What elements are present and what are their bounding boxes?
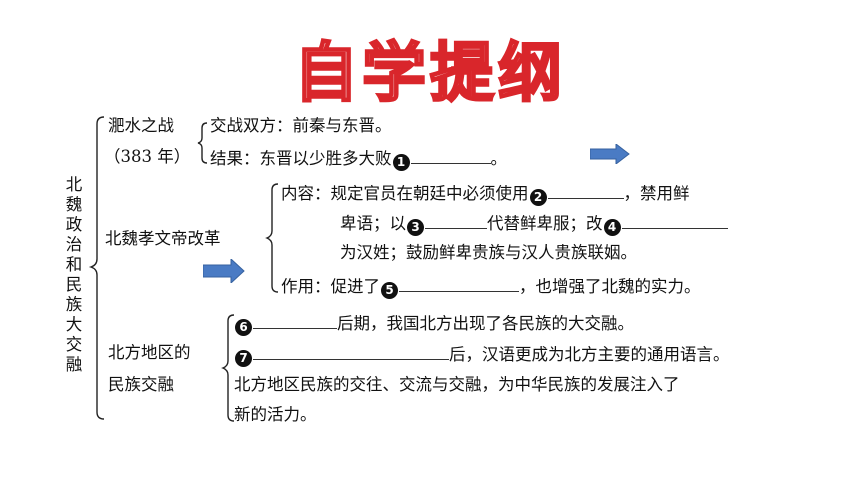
- battle-sides-value: 前秦与东晋。: [292, 116, 392, 135]
- reform-content-after2: ，禁用鲜: [623, 184, 690, 203]
- blank-number-badge: 7: [235, 350, 252, 367]
- fusion-line2: 7 后，汉语更成为北方主要的通用语言。: [234, 343, 730, 367]
- reform-effect-a: 促进了: [330, 277, 381, 296]
- blank-number-badge: 2: [529, 189, 547, 206]
- reform-content-label: 内容：: [281, 184, 331, 203]
- battle-result-value: 东晋以少胜多大败: [259, 149, 392, 168]
- reform-effect-label: 作用：: [281, 277, 331, 296]
- fill-blank-7[interactable]: [253, 343, 449, 360]
- right-arrow-icon: [203, 259, 245, 283]
- page-title: 自学提纲: [293, 36, 566, 113]
- fusion-line1-text: 后期，我国北方出现了各民族的大交融。: [337, 314, 634, 333]
- fill-blank-3[interactable]: [425, 212, 487, 229]
- fill-blank-1[interactable]: [410, 147, 491, 164]
- fusion-name-line2: 民族交融: [108, 375, 174, 394]
- fusion-line2-text: 后，汉语更成为北方主要的通用语言。: [449, 345, 730, 364]
- reform-name: 北魏孝文帝改革: [105, 229, 221, 248]
- battle-result-end: 。: [490, 149, 508, 168]
- fill-blank-5[interactable]: [399, 275, 519, 292]
- blank-number-badge: 1: [392, 154, 410, 171]
- fill-blank-2[interactable]: [547, 182, 624, 199]
- topic-vertical: 北魏政治和民族大交融: [65, 175, 83, 374]
- fill-blank-6[interactable]: [253, 312, 337, 329]
- battle-result-label: 结果：: [210, 149, 260, 168]
- battle-sides-label: 交战双方：: [210, 116, 293, 135]
- blank-number-badge: 3: [407, 219, 424, 236]
- fusion-line1: 6 后期，我国北方出现了各民族的大交融。: [234, 312, 634, 336]
- battle-name: 淝水之战: [108, 116, 174, 135]
- reform-line2-a: 卑语；以: [340, 214, 406, 233]
- battle-year: （383 年）: [104, 147, 191, 166]
- blank-number-badge: 4: [603, 219, 621, 236]
- battle-sides: 交战双方：前秦与东晋。: [210, 116, 392, 136]
- reform-effect-b: ，也增强了北魏的实力。: [519, 277, 701, 296]
- fill-blank-4[interactable]: [621, 212, 728, 229]
- reform-content-line3: 为汉姓；鼓励鲜卑贵族与汉人贵族联姻。: [340, 243, 637, 262]
- reform-line2-b: 代替鲜卑服；改: [487, 214, 603, 233]
- right-arrow-icon: [590, 144, 630, 164]
- fusion-name-line1: 北方地区的: [108, 343, 191, 362]
- blank-number-badge: 6: [235, 319, 252, 336]
- fusion-line3: 北方地区民族的交往、交流与交融，为中华民族的发展注入了: [234, 375, 680, 394]
- blank-number-badge: 5: [381, 282, 398, 299]
- fusion-line4: 新的活力。: [234, 405, 317, 424]
- reform-content-text: 规定官员在朝廷中必须使用: [330, 184, 529, 203]
